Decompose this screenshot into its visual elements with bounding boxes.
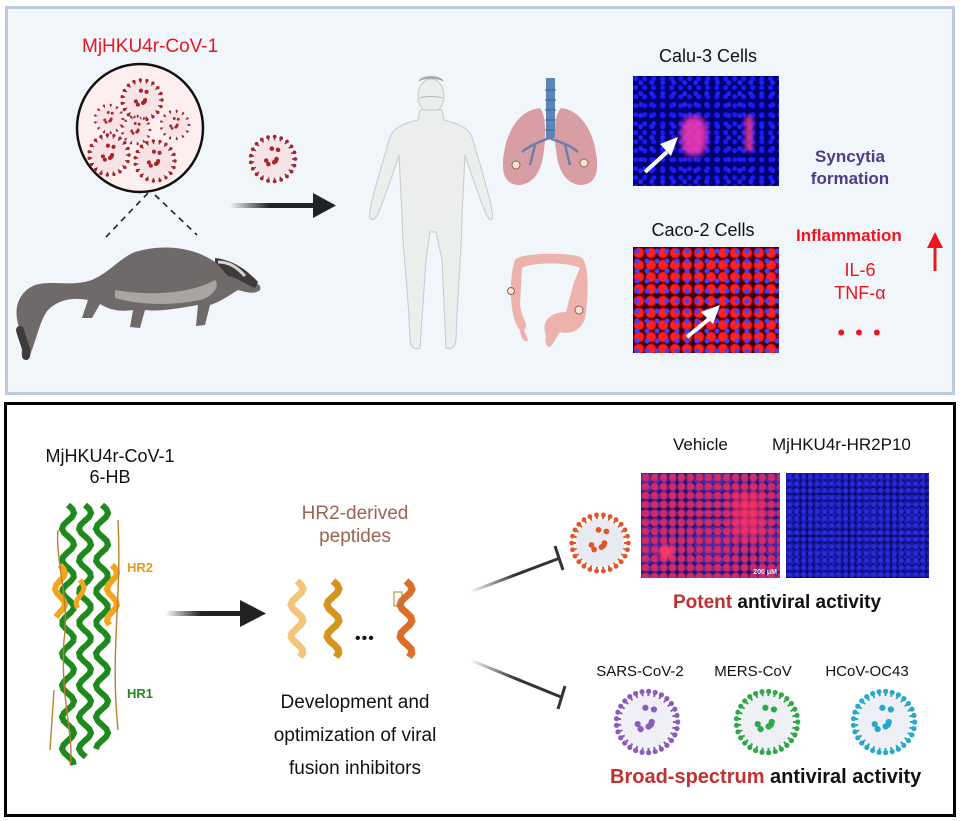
broad-virus-mers-cov (733, 688, 801, 756)
caco2-arrow-icon (685, 305, 720, 339)
cytokine-list: IL-6 TNF-α (810, 259, 910, 305)
broad-virus-sars-cov-2 (613, 688, 681, 756)
vehicle-label: Vehicle (673, 435, 728, 454)
peptide-helix-3 (396, 578, 416, 660)
syncytia-label: Syncytia formation (800, 146, 900, 190)
structure-title-line2: 6-HB (89, 467, 131, 487)
broad-highlight: Broad-spectrum (610, 766, 765, 788)
inhibition-line-broad (469, 658, 567, 710)
peptides-title-line1: HR2-derived (301, 503, 409, 524)
hr2-helix (103, 562, 121, 627)
hr1-helix (75, 502, 95, 760)
cytokine-il6: IL-6 (844, 260, 876, 280)
peptides-title: HR2-derived peptides (285, 502, 425, 548)
virus-label-sars-cov-2: SARS-CoV-2 (596, 663, 684, 680)
peptide-helix-2 (323, 578, 343, 660)
target-virus (569, 512, 631, 574)
syncytia-line1: Syncytia (815, 147, 885, 166)
potent-activity-label: Potent antiviral activity (673, 592, 881, 614)
inflammation-label: Inflammation (796, 226, 902, 245)
treatment-label: MjHKU4r-HR2P10 (772, 435, 911, 454)
hr2-helix (73, 578, 87, 609)
virus-label-hcov-oc43: HCoV-OC43 (825, 663, 909, 680)
structure-title-line1: MjHKU4r-CoV-1 (45, 446, 175, 466)
vehicle-micrograph: 200 μM (641, 473, 780, 578)
potent-highlight: Potent (673, 592, 733, 613)
development-line1: Development and (280, 692, 430, 713)
bottom-panel (4, 402, 956, 817)
caco2-label: Caco-2 Cells (651, 220, 755, 240)
free-virus (248, 134, 298, 184)
hr1-label: HR1 (127, 686, 154, 701)
inhibition-line-potent (469, 545, 565, 594)
syncytia-line2: formation (810, 169, 890, 188)
potent-rest: antiviral activity (732, 592, 882, 613)
hr1-helix (58, 502, 78, 766)
scale-bar-label: 200 μM (753, 569, 777, 576)
hr2-helix (51, 562, 69, 619)
peptides-title-line2: peptides (319, 526, 391, 547)
source-virus-label: MjHKU4r-CoV-1 (82, 36, 219, 57)
calu3-micrograph (633, 76, 779, 186)
calu3-label: Calu-3 Cells (658, 46, 758, 66)
calu3-arrow-icon (643, 137, 678, 174)
development-line2: optimization of viral (273, 725, 437, 746)
cytokine-tnfa: TNF-α (834, 283, 886, 303)
broad-virus-hcov-oc43 (850, 688, 918, 756)
broad-activity-label: Broad-spectrum antiviral activity (610, 766, 921, 789)
development-line3: fusion inhibitors (288, 758, 422, 779)
treatment-micrograph (786, 473, 929, 578)
peptide-ellipsis: ••• (355, 630, 375, 647)
cytokine-more: • • • (837, 320, 883, 345)
hr1-helix (92, 502, 112, 750)
virus-label-mers-cov: MERS-CoV (714, 663, 792, 680)
caco2-micrograph (633, 247, 779, 353)
hr2-label: HR2 (127, 560, 154, 575)
development-text: Development and optimization of viral fu… (240, 686, 470, 785)
peptide-helix-1 (287, 578, 307, 660)
structure-title: MjHKU4r-CoV-1 6-HB (30, 446, 190, 488)
broad-rest: antiviral activity (764, 766, 922, 788)
